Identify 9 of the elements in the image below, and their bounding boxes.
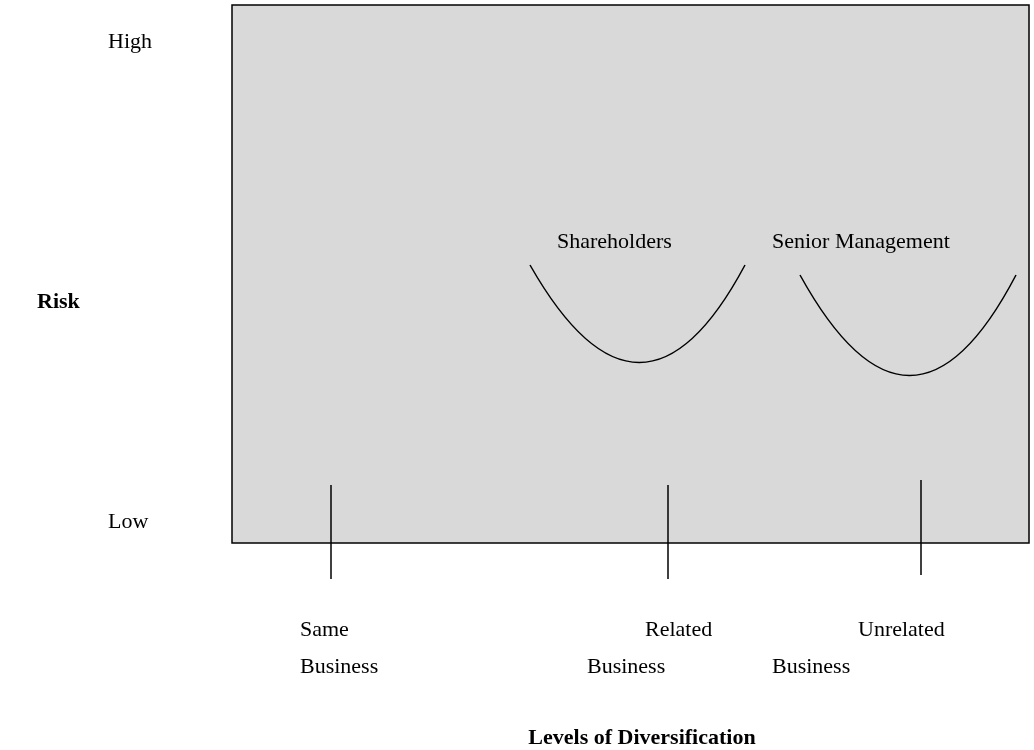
curve-label: Senior Management bbox=[772, 227, 950, 255]
axis-label: Low bbox=[108, 507, 149, 535]
axis-title: Risk bbox=[37, 287, 80, 315]
category-label: Same Business bbox=[300, 615, 380, 680]
category-label: Unrelated Business bbox=[772, 615, 946, 680]
category-label: Related Business bbox=[587, 615, 714, 680]
curve-label: Shareholders bbox=[557, 227, 672, 255]
axis-label: High bbox=[108, 27, 152, 55]
axis-title: Levels of Diversification bbox=[528, 723, 756, 750]
